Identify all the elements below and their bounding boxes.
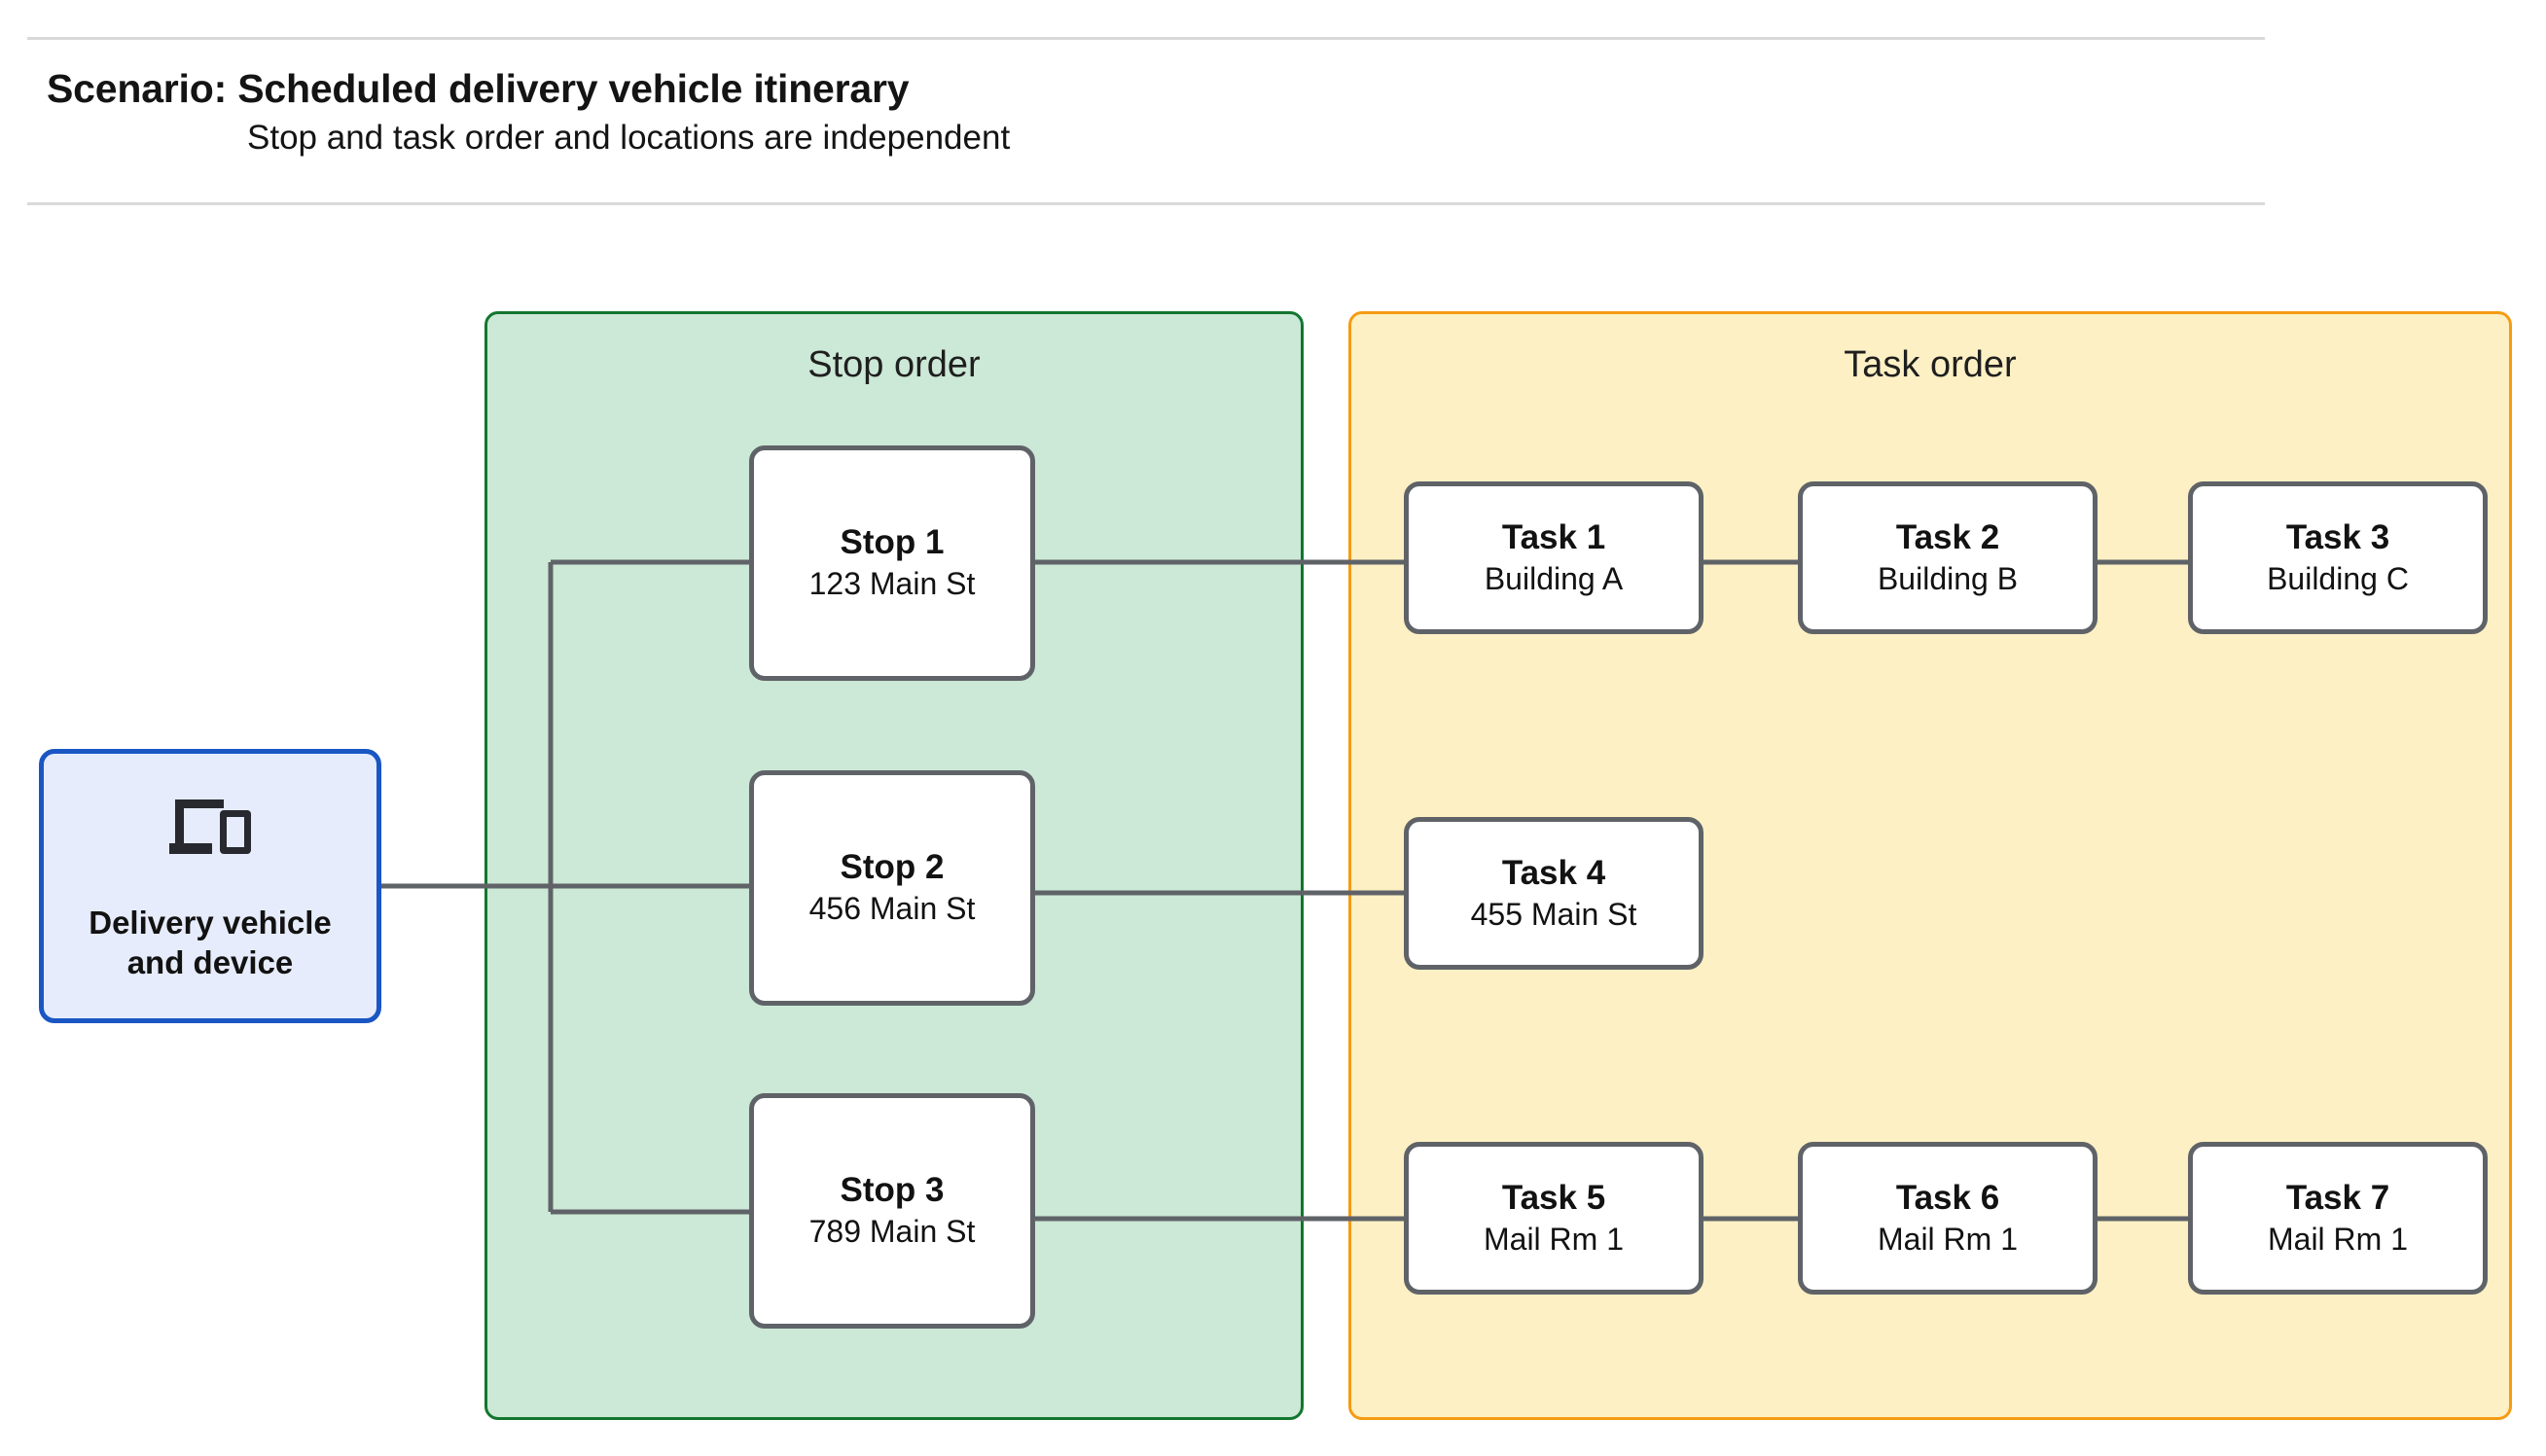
task-node-7[interactable]: Task 7 Mail Rm 1 (2188, 1142, 2488, 1295)
task-node-6-title: Task 6 (1895, 1178, 2000, 1217)
page-subtitle: Stop and task order and locations are in… (247, 119, 1011, 157)
task-node-4[interactable]: Task 4 455 Main St (1404, 817, 1703, 970)
task-node-5-location: Mail Rm 1 (1483, 1221, 1624, 1257)
delivery-vehicle-label-line-2: and device (126, 944, 294, 980)
delivery-vehicle-node[interactable]: Delivery vehicle and device (39, 749, 381, 1023)
task-node-6[interactable]: Task 6 Mail Rm 1 (1798, 1142, 2098, 1295)
task-node-1-location: Building A (1484, 560, 1624, 596)
task-node-3-location: Building C (2267, 560, 2409, 596)
stop-node-3[interactable]: Stop 3 789 Main St (749, 1093, 1035, 1329)
devices-icon (169, 799, 251, 854)
header-divider-bottom (27, 202, 2265, 205)
task-node-6-location: Mail Rm 1 (1877, 1221, 2018, 1257)
task-node-1-title: Task 1 (1501, 517, 1606, 556)
task-node-4-title: Task 4 (1501, 853, 1606, 892)
task-node-5-title: Task 5 (1501, 1178, 1606, 1217)
task-node-2[interactable]: Task 2 Building B (1798, 481, 2098, 634)
delivery-vehicle-label: Delivery vehicle and device (89, 903, 332, 983)
stop-node-1[interactable]: Stop 1 123 Main St (749, 445, 1035, 681)
stop-node-3-address: 789 Main St (808, 1214, 976, 1250)
stop-order-group-title: Stop order (807, 344, 981, 385)
stop-node-3-title: Stop 3 (840, 1171, 945, 1210)
task-node-1[interactable]: Task 1 Building A (1404, 481, 1703, 634)
task-order-group-title: Task order (1844, 344, 2017, 385)
stop-node-1-address: 123 Main St (808, 566, 976, 602)
stop-node-1-title: Stop 1 (840, 523, 945, 562)
stop-node-2[interactable]: Stop 2 456 Main St (749, 770, 1035, 1006)
task-node-2-title: Task 2 (1895, 517, 2000, 556)
task-node-7-title: Task 7 (2285, 1178, 2390, 1217)
page-header: Scenario: Scheduled delivery vehicle iti… (0, 0, 2546, 212)
stop-node-2-address: 456 Main St (808, 891, 976, 927)
task-node-7-location: Mail Rm 1 (2267, 1221, 2408, 1257)
task-node-4-location: 455 Main St (1470, 896, 1637, 932)
delivery-vehicle-label-line-1: Delivery vehicle (89, 904, 332, 941)
task-node-5[interactable]: Task 5 Mail Rm 1 (1404, 1142, 1703, 1295)
task-node-2-location: Building B (1877, 560, 2019, 596)
stop-node-2-title: Stop 2 (840, 848, 945, 887)
page-title: Scenario: Scheduled delivery vehicle iti… (47, 66, 910, 111)
task-node-3-title: Task 3 (2285, 517, 2390, 556)
header-divider-top (27, 37, 2265, 40)
task-node-3[interactable]: Task 3 Building C (2188, 481, 2488, 634)
